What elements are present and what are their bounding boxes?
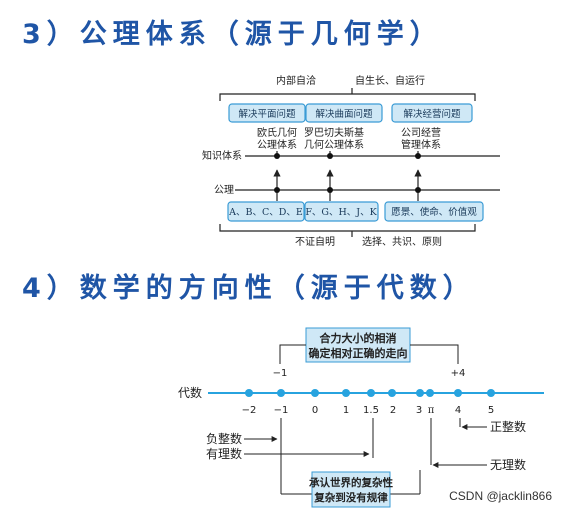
system-business-line1: 公司经营 [401,126,441,139]
tick-label-pi: π [428,405,435,416]
bottom-brace [219,224,476,237]
system-euclid-line1: 欧氏几何 [257,126,297,139]
dot-1-5 [367,389,375,397]
bottom-callout: 承认世界的复杂性 复杂到没有规律 [309,471,393,508]
axiom-box-fghjk: F、G、H、J、K [304,201,379,222]
irrational-number-label: 无理数 [490,457,526,472]
marker-minus-one: −1 [273,368,288,379]
axiom-diagram: 内部自洽 自生长、自运行 解决平面问题 解决曲面问题 解决经营问题 欧氏几何 公… [202,74,500,248]
section-3-heading: 3）公理体系（源于几何学） [22,19,443,50]
guide-lines [280,418,461,495]
problem-box-business: 解决经营问题 [391,103,473,123]
bottom-brace-right-label: 选择、共识、原则 [362,235,442,248]
positive-integer-label: 正整数 [490,419,526,434]
top-callout-line1: 合力大小的相消 [320,331,397,345]
dot-minus-1 [277,389,285,397]
problem-box-plane-label: 解决平面问题 [238,108,296,120]
bottom-callout-line1: 承认世界的复杂性 [309,476,393,489]
axiom-row-label: 公理 [214,184,234,196]
top-callout-bracket [279,344,459,364]
section-4-heading: 4）数学的方向性（源于代数） [22,273,476,304]
dot-1 [342,389,350,397]
system-lobachevsky-line1: 罗巴切夫斯基 [304,126,364,139]
tick-label-3: 3 [416,405,422,416]
marker-plus-four: +4 [451,368,466,379]
knowledge-system-label: 知识体系 [202,149,242,162]
problem-box-curved: 解决曲面问题 [305,103,383,123]
dot-5 [487,389,495,397]
top-callout-line2: 确定相对正确的走向 [309,346,408,360]
problem-box-curved-label: 解决曲面问题 [315,108,373,120]
top-brace-right-label: 自生长、自运行 [355,74,425,87]
tick-label-1-5: 1.5 [363,405,379,416]
system-lobachevsky-line2: 几何公理体系 [304,138,364,151]
tick-label-5: 5 [488,405,494,416]
axiom-box-abcde: A、B、C、D、E [227,201,305,222]
tick-label-4: 4 [455,405,461,416]
tick-label-1: 1 [343,405,349,416]
axiom-box-vision-label: 愿景、使命、价值观 [391,206,477,218]
number-dots [245,389,495,397]
problem-box-business-label: 解决经营问题 [403,108,461,120]
algebra-row-label: 代数 [178,385,202,400]
dot-4 [454,389,462,397]
tick-label-0: 0 [312,405,318,416]
tick-label-minus-2: −2 [242,405,257,416]
negative-integer-label: 负整数 [206,431,242,446]
dot-0 [311,389,319,397]
problem-box-plane: 解决平面问题 [228,103,306,123]
axiom-box-abcde-label: A、B、C、D、E [228,207,303,218]
tick-label-2: 2 [390,405,396,416]
bottom-brace-left-label: 不证自明 [295,235,335,248]
connector-dots [274,153,421,193]
bottom-callout-line2: 复杂到没有规律 [313,491,388,504]
watermark: CSDN @jacklin866 [449,489,552,503]
top-brace-left-label: 内部自洽 [276,74,316,87]
rational-number-label: 有理数 [206,446,242,461]
system-business-line2: 管理体系 [401,138,441,151]
dot-2 [388,389,396,397]
top-callout: 合力大小的相消 确定相对正确的走向 [305,327,411,363]
dot-minus-2 [245,389,253,397]
axiom-box-vision: 愿景、使命、价值观 [384,201,484,222]
axiom-box-fghjk-label: F、G、H、J、K [305,207,377,218]
connectors [273,151,422,201]
tick-label-minus-1: −1 [274,405,289,416]
top-brace [219,88,476,101]
dot-pi [426,389,434,397]
dot-3 [416,389,424,397]
number-line-diagram: 合力大小的相消 确定相对正确的走向 −1 +4 代数 −2 −1 0 1 1.5… [178,327,544,508]
system-euclid-line2: 公理体系 [257,139,297,151]
